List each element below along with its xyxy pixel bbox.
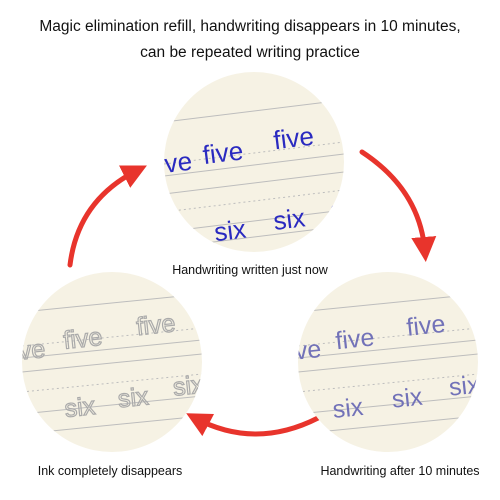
stage-2-caption: Handwriting after 10 minutes — [320, 464, 480, 478]
stage-3-word-top: five — [62, 323, 104, 355]
stage-2-word-bottom: six — [448, 371, 478, 402]
stage-3-word-bottom: six — [172, 371, 202, 402]
arrow-stage1-to-stage2 — [359, 149, 437, 262]
stage-3-word-top: five — [22, 335, 47, 367]
stage-1-word-bottom: six — [329, 191, 344, 225]
stage-3-word-top: five — [135, 309, 177, 341]
stage-2-circle: five five five six six six — [298, 272, 478, 452]
headline-line-1: Magic elimination refill, handwriting di… — [39, 18, 461, 35]
stage-1-word-bottom: six — [212, 214, 247, 248]
stage-1-word-top: five — [201, 135, 245, 170]
stage-3-circle: five five five six six six — [22, 272, 202, 452]
stage-2-word-bottom: six — [391, 383, 425, 414]
arrow-stage3-to-stage1 — [67, 165, 147, 268]
headline-line-2: can be repeated writing practice — [140, 44, 360, 61]
stage-3-word-bottom: six — [116, 382, 150, 413]
stage-2-word-top: five — [334, 323, 376, 355]
stage-2-word-top: five — [405, 310, 447, 342]
stage-3-caption: Ink completely disappears — [37, 464, 183, 478]
stage-2-word-bottom: six — [331, 393, 365, 424]
headline: Magic elimination refill, handwriting di… — [0, 14, 500, 66]
stage-1-circle: five five five six six six — [164, 72, 344, 252]
stage-2-word-top: five — [298, 335, 323, 367]
stage-1-caption: Handwriting written just now — [172, 263, 328, 277]
arrow-stage2-to-stage3 — [186, 413, 321, 437]
stage-1-word-top: five — [272, 121, 316, 156]
stage-3-word-bottom: six — [63, 392, 97, 423]
stage-1-word-bottom: six — [272, 202, 307, 236]
stage-1-word-top: five — [164, 146, 194, 181]
